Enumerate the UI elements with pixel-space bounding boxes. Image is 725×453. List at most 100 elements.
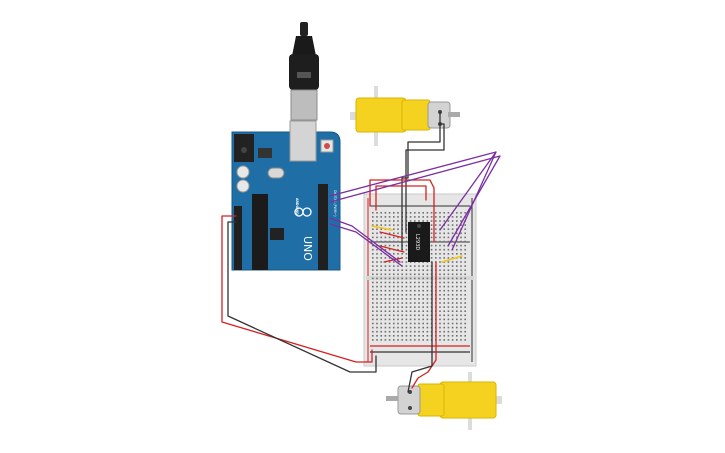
- breadboard-hole[interactable]: [422, 265, 424, 267]
- breadboard-hole[interactable]: [380, 220, 382, 222]
- breadboard-hole[interactable]: [380, 281, 382, 284]
- breadboard-hole[interactable]: [393, 285, 395, 288]
- wire-jumper-red-2[interactable]: [379, 245, 405, 253]
- breadboard-hole[interactable]: [409, 285, 412, 288]
- breadboard-hole[interactable]: [384, 339, 387, 341]
- breadboard-hole[interactable]: [443, 339, 445, 341]
- breadboard-hole[interactable]: [426, 216, 429, 218]
- breadboard-hole[interactable]: [397, 265, 399, 267]
- breadboard-hole[interactable]: [405, 302, 408, 304]
- breadboard-hole[interactable]: [372, 253, 374, 255]
- breadboard-hole[interactable]: [443, 212, 445, 214]
- breadboard-hole[interactable]: [414, 318, 416, 321]
- breadboard-hole[interactable]: [418, 310, 420, 312]
- breadboard-hole[interactable]: [393, 253, 395, 255]
- breadboard-hole[interactable]: [380, 294, 382, 296]
- breadboard-hole[interactable]: [418, 306, 420, 308]
- breadboard-hole[interactable]: [439, 212, 441, 214]
- breadboard-hole[interactable]: [376, 314, 378, 317]
- breadboard-hole[interactable]: [447, 220, 450, 222]
- breadboard-hole[interactable]: [422, 314, 424, 317]
- breadboard-hole[interactable]: [460, 265, 462, 267]
- breadboard-hole[interactable]: [397, 318, 399, 321]
- breadboard-hole[interactable]: [460, 289, 462, 292]
- breadboard-hole[interactable]: [435, 228, 437, 230]
- breadboard-hole[interactable]: [372, 228, 374, 230]
- breadboard-hole[interactable]: [422, 273, 424, 276]
- breadboard-hole[interactable]: [397, 253, 399, 255]
- breadboard-hole[interactable]: [388, 326, 391, 329]
- breadboard-hole[interactable]: [439, 289, 441, 292]
- breadboard-hole[interactable]: [439, 244, 441, 247]
- breadboard-hole[interactable]: [456, 216, 458, 218]
- breadboard-hole[interactable]: [380, 253, 382, 255]
- breadboard-hole[interactable]: [405, 289, 408, 292]
- breadboard-hole[interactable]: [401, 298, 403, 300]
- breadboard-hole[interactable]: [456, 294, 458, 296]
- breadboard-hole[interactable]: [456, 269, 458, 271]
- breadboard-hole[interactable]: [414, 298, 416, 300]
- breadboard-hole[interactable]: [447, 330, 450, 333]
- breadboard-hole[interactable]: [380, 265, 382, 267]
- breadboard-hole[interactable]: [405, 285, 408, 288]
- breadboard-hole[interactable]: [439, 314, 441, 317]
- breadboard-hole[interactable]: [380, 228, 382, 230]
- breadboard-hole[interactable]: [460, 298, 462, 300]
- breadboard-hole[interactable]: [384, 289, 387, 292]
- breadboard-hole[interactable]: [456, 330, 458, 333]
- breadboard-hole[interactable]: [414, 306, 416, 308]
- breadboard-hole[interactable]: [405, 318, 408, 321]
- breadboard-hole[interactable]: [430, 224, 433, 226]
- breadboard-hole[interactable]: [397, 322, 399, 325]
- breadboard-hole[interactable]: [439, 285, 441, 288]
- breadboard-hole[interactable]: [376, 265, 378, 267]
- breadboard-hole[interactable]: [376, 335, 378, 337]
- breadboard-hole[interactable]: [380, 335, 382, 337]
- breadboard-hole[interactable]: [409, 289, 412, 292]
- breadboard-hole[interactable]: [401, 289, 403, 292]
- breadboard-hole[interactable]: [393, 314, 395, 317]
- breadboard-hole[interactable]: [414, 281, 416, 284]
- breadboard-hole[interactable]: [447, 281, 450, 284]
- breadboard-hole[interactable]: [388, 281, 391, 284]
- breadboard-hole[interactable]: [376, 261, 378, 263]
- breadboard-hole[interactable]: [384, 318, 387, 321]
- motor-driver-chip[interactable]: L293D: [408, 222, 430, 262]
- breadboard-hole[interactable]: [376, 244, 378, 247]
- breadboard-hole[interactable]: [409, 310, 412, 312]
- breadboard-hole[interactable]: [447, 277, 450, 280]
- breadboard-hole[interactable]: [376, 224, 378, 226]
- breadboard-hole[interactable]: [447, 253, 450, 255]
- breadboard-hole[interactable]: [439, 339, 441, 341]
- breadboard-hole[interactable]: [426, 269, 429, 271]
- breadboard-hole[interactable]: [464, 236, 466, 239]
- breadboard-hole[interactable]: [422, 277, 424, 280]
- motor-bottom-terminal-2[interactable]: [408, 406, 412, 410]
- breadboard-hole[interactable]: [447, 294, 450, 296]
- breadboard-hole[interactable]: [376, 302, 378, 304]
- breadboard-hole[interactable]: [426, 285, 429, 288]
- breadboard-hole[interactable]: [388, 236, 391, 239]
- breadboard-hole[interactable]: [401, 285, 403, 288]
- breadboard-hole[interactable]: [376, 220, 378, 222]
- breadboard-hole[interactable]: [393, 228, 395, 230]
- breadboard-hole[interactable]: [464, 339, 466, 341]
- breadboard-hole[interactable]: [414, 277, 416, 280]
- breadboard-hole[interactable]: [376, 330, 378, 333]
- breadboard-hole[interactable]: [388, 216, 391, 218]
- wire-gnd-black[interactable]: [227, 221, 377, 373]
- breadboard-hole[interactable]: [439, 224, 441, 226]
- breadboard-hole[interactable]: [397, 220, 399, 222]
- wire-signal-purple-4[interactable]: [329, 223, 403, 267]
- breadboard-hole[interactable]: [409, 318, 412, 321]
- breadboard-hole[interactable]: [397, 298, 399, 300]
- breadboard-hole[interactable]: [405, 236, 408, 239]
- breadboard-hole[interactable]: [393, 330, 395, 333]
- breadboard-hole[interactable]: [418, 273, 420, 276]
- breadboard-hole[interactable]: [376, 339, 378, 341]
- breadboard-hole[interactable]: [393, 294, 395, 296]
- breadboard-hole[interactable]: [426, 277, 429, 280]
- breadboard-hole[interactable]: [464, 212, 466, 214]
- breadboard-hole[interactable]: [443, 277, 445, 280]
- breadboard-hole[interactable]: [393, 216, 395, 218]
